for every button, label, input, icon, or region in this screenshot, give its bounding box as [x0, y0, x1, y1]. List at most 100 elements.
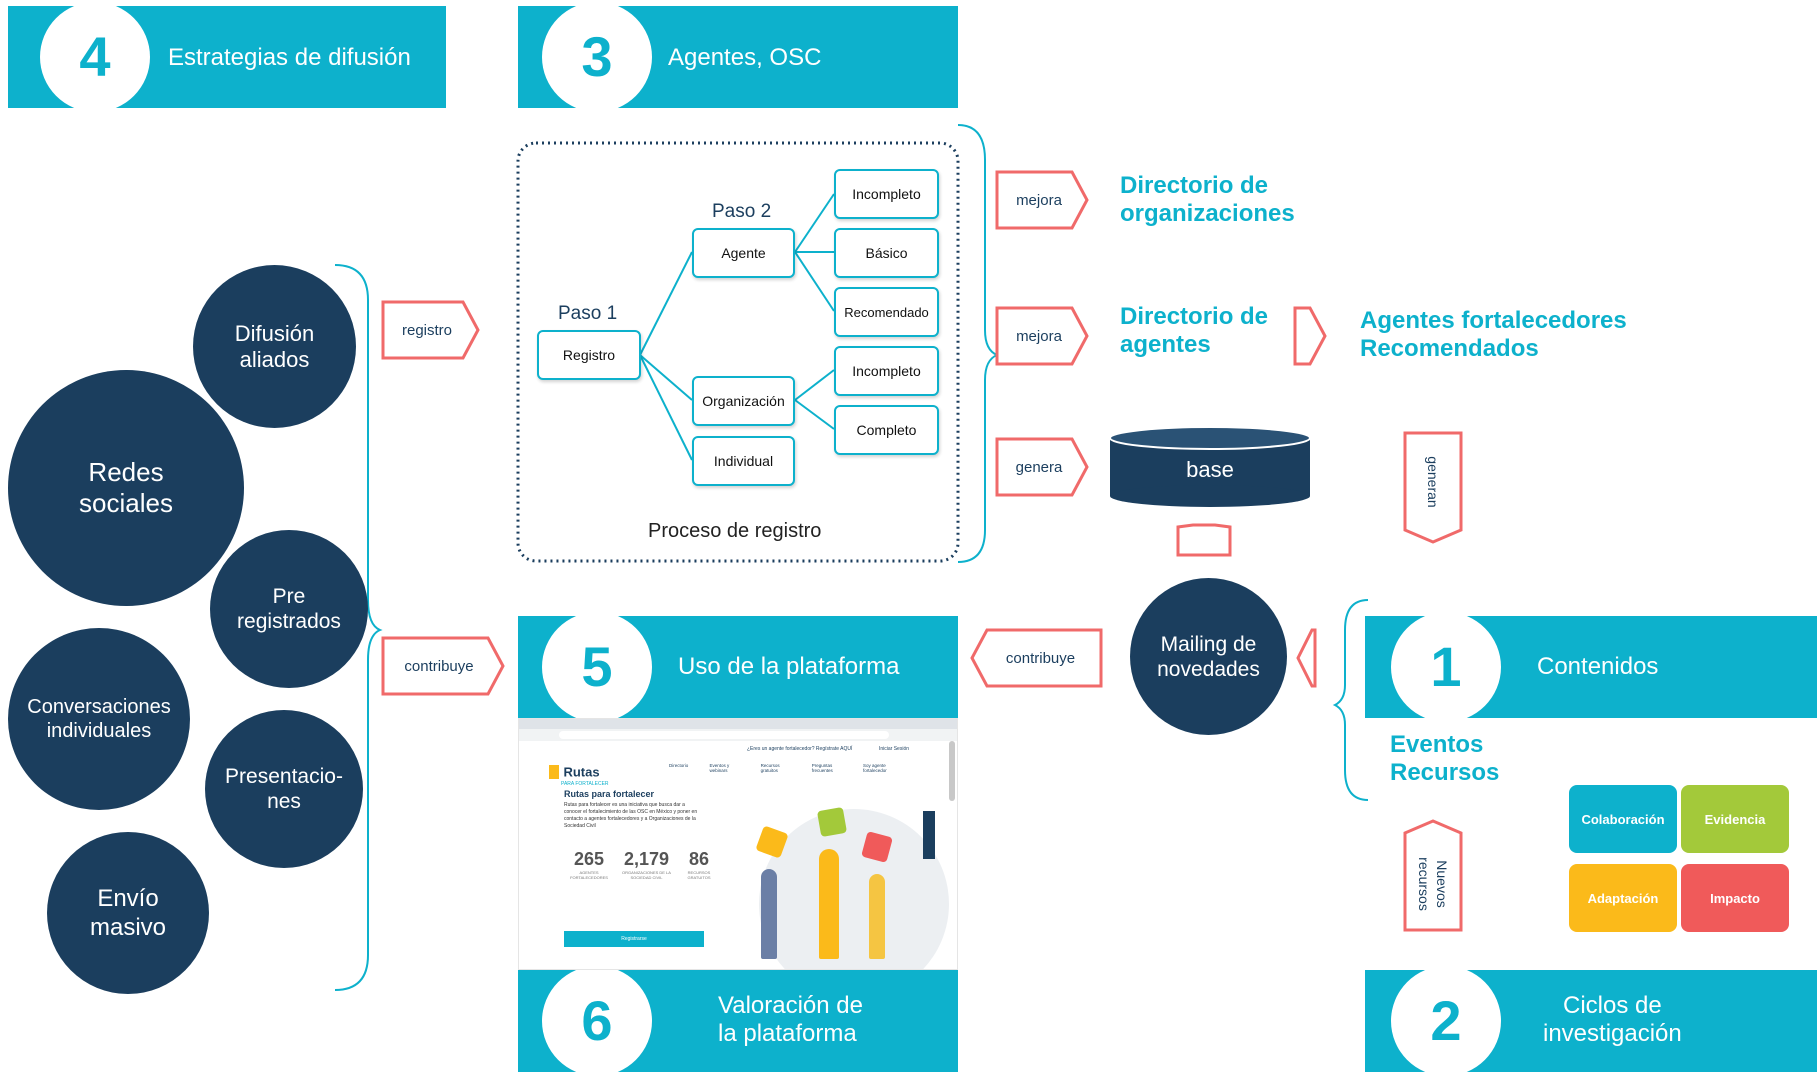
tag-generan: generan	[1425, 456, 1441, 508]
logo-subtext: PARA FORTALECER	[561, 781, 609, 787]
circle-label: Conversaciones individuales	[27, 696, 171, 742]
arrow-nuevos-recursos	[1403, 819, 1463, 932]
arrow-shapes	[381, 170, 1463, 932]
stat-label: ORGANIZACIONES DE LA SOCIEDAD CIVIL	[622, 870, 671, 880]
process-box	[516, 141, 960, 563]
site-topbar: ¿Eres un agente fortalecedor? Regístrate…	[747, 746, 853, 752]
base-cylinder	[1109, 426, 1311, 507]
square-adaptacion: Adaptación	[1569, 864, 1677, 932]
number-badge: 2	[1391, 966, 1501, 1076]
banner-title: Valoración de la plataforma	[718, 992, 863, 1047]
person-1	[761, 869, 777, 959]
stat-recursos: 86 RECURSOS GRATUITOS	[679, 849, 719, 880]
node-agente: Agente	[692, 228, 795, 278]
nav-item[interactable]: Directorio	[669, 763, 689, 768]
circle-difusion-aliados: Difusión aliados	[193, 265, 356, 428]
circle-label: Presentacio- nes	[225, 765, 343, 813]
number-badge: 3	[542, 2, 652, 112]
browser-addressbar	[519, 729, 957, 741]
banner-contenidos: 1 Contenidos	[1365, 612, 1817, 722]
node-individual: Individual	[692, 436, 795, 486]
circle-label: Redes sociales	[79, 457, 173, 518]
url-field[interactable]	[559, 731, 889, 739]
number-badge: 5	[542, 612, 652, 722]
paso-2-label: Paso 2	[712, 201, 772, 222]
node-registro: Registro	[537, 330, 641, 380]
bg-blob	[759, 809, 949, 969]
node-incompleto-2: Incompleto	[834, 346, 939, 396]
circle-conversaciones: Conversaciones individuales	[8, 628, 190, 810]
circle-label: Pre registrados	[237, 585, 341, 633]
browser-tabbar	[519, 719, 957, 729]
square-colaboracion: Colaboración	[1569, 785, 1677, 853]
banner-valoracion: 6 Valoración de la plataforma	[518, 966, 958, 1076]
arrow-mailing-in	[1296, 628, 1317, 688]
social-sidebar	[923, 811, 935, 859]
banner-title: Estrategias de difusión	[168, 44, 411, 71]
arrow-genera	[995, 437, 1089, 497]
site-nav: Directorio Eventos y webinars Recursos g…	[669, 763, 899, 773]
node-recomendado: Recomendado	[834, 287, 939, 337]
process-caption: Proceso de registro	[648, 520, 822, 542]
tag-genera: genera	[1015, 458, 1063, 476]
circle-pre-registrados: Pre registrados	[210, 530, 368, 688]
tag-mejora-1: mejora	[1016, 191, 1062, 209]
circle-label: Envío masivo	[89, 885, 167, 941]
banner-title: Ciclos de investigación	[1543, 992, 1682, 1047]
circle-mailing-novedades: Mailing de novedades	[1130, 578, 1287, 735]
banner-title: Agentes, OSC	[668, 44, 822, 71]
logo-mark-icon	[549, 764, 559, 779]
arrow-contribuye-right	[970, 628, 1103, 688]
number-badge: 6	[542, 966, 652, 1076]
directorio-organizaciones: Directorio de organizaciones	[1120, 172, 1295, 227]
circle-label: Mailing de novedades	[1157, 632, 1260, 681]
banner-agentes: 3 Agentes, OSC	[518, 2, 958, 112]
banner-uso-plataforma: 5 Uso de la plataforma	[518, 612, 958, 722]
tag-registro: registro	[401, 321, 453, 339]
nav-item[interactable]: Preguntas frecuentes	[811, 763, 833, 773]
arrow-mejora2	[995, 306, 1089, 366]
node-basico: Básico	[834, 228, 939, 278]
person-3	[869, 874, 885, 959]
number-badge: 1	[1391, 612, 1501, 722]
directorio-agentes: Directorio de agentes	[1120, 303, 1269, 358]
arrow-registro	[381, 300, 480, 360]
banner-title: Contenidos	[1537, 653, 1659, 680]
puzzle-piece-green	[816, 806, 848, 838]
circle-redes-sociales: Redes sociales	[8, 370, 244, 606]
brace-difusion	[334, 264, 383, 991]
tree-lines	[639, 193, 835, 461]
brace-contenidos	[1332, 599, 1369, 801]
banner-title: Uso de la plataforma	[678, 653, 900, 680]
platform-screenshot: ¿Eres un agente fortalecedor? Regístrate…	[518, 718, 958, 970]
arrow-contribuye-left	[381, 636, 505, 696]
tag-mejora-2: mejora	[1016, 327, 1062, 345]
scrollbar[interactable]	[949, 741, 955, 801]
square-impacto: Impacto	[1681, 864, 1789, 932]
stat-organizaciones: 2,179 ORGANIZACIONES DE LA SOCIEDAD CIVI…	[619, 849, 674, 880]
stat-value: 2,179	[623, 849, 670, 869]
arrow-up-base	[1176, 523, 1232, 557]
nav-item[interactable]: Recursos gratuitos	[760, 763, 780, 773]
person-2	[819, 849, 839, 959]
base-label: base	[1186, 457, 1234, 482]
site-register-button[interactable]: Registrarse	[564, 931, 704, 947]
node-completo: Completo	[834, 405, 939, 455]
node-incompleto-1: Incompleto	[834, 169, 939, 219]
arrow-mejora1	[995, 170, 1089, 230]
nav-item[interactable]: Eventos y webinars	[709, 763, 730, 773]
nav-item[interactable]: Soy agente fortalecedor	[862, 763, 887, 773]
circle-envio-masivo: Envío masivo	[47, 832, 209, 994]
paso-1-label: Paso 1	[558, 303, 618, 324]
stat-value: 265	[573, 849, 605, 869]
node-organizacion: Organización	[692, 376, 795, 426]
banner-ciclos: 2 Ciclos de investigación	[1365, 966, 1817, 1076]
arrow-agentes-fort	[1293, 306, 1327, 366]
number-badge: 4	[40, 2, 150, 112]
agentes-fortalecedores-recomendados: Agentes fortalecedores Recomendados	[1360, 307, 1627, 362]
stat-label: AGENTES FORTALECEDORES	[570, 870, 608, 880]
tag-contribuye-left: contribuye	[404, 657, 474, 675]
brace-agentes	[957, 124, 1000, 563]
site-login[interactable]: Iniciar Sesión	[879, 746, 910, 752]
